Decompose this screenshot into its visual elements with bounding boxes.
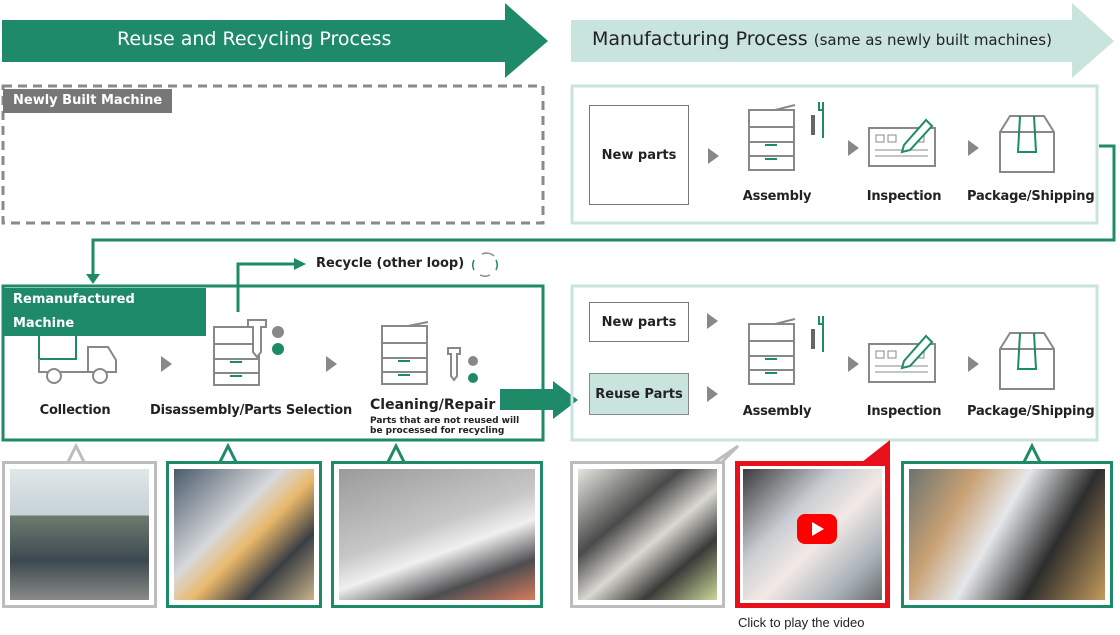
inspection-sheet-icon	[868, 118, 936, 167]
step-package-label: Package/Shipping	[967, 404, 1095, 419]
new-parts-box: New parts	[589, 105, 689, 205]
step-package-label: Package/Shipping	[967, 189, 1095, 204]
manufacturing-title: Manufacturing Process	[592, 28, 808, 50]
flow-arrow-icon	[161, 356, 172, 372]
photo-disassembly	[166, 461, 322, 608]
step-inspection-label: Inspection	[866, 404, 942, 419]
step-assembly-label: Assembly	[742, 404, 812, 419]
recycle-label: Recycle (other loop)	[316, 256, 465, 271]
photo-collection-forklift	[2, 461, 157, 608]
flow-arrow-icon	[326, 356, 337, 372]
recycle-loop-icon	[472, 252, 498, 277]
recycle-line	[236, 262, 296, 312]
copier-screws-icon	[381, 321, 478, 385]
manufacturing-subtitle: (same as newly built machines)	[813, 31, 1052, 49]
inspection-sheet-icon	[868, 334, 936, 383]
flow-arrow-icon	[848, 356, 859, 372]
play-button-icon[interactable]	[797, 514, 837, 544]
package-box-icon	[999, 332, 1055, 390]
manufacturing-banner-title: Manufacturing Process (same as newly bui…	[592, 28, 1052, 50]
copier-tools-icon	[748, 316, 824, 385]
flow-arrow-icon	[707, 386, 718, 402]
photo-assembly	[570, 461, 725, 608]
photo-cleaning	[331, 461, 543, 608]
copier-tools-icon	[748, 102, 824, 171]
copier-screws-icon	[213, 319, 284, 386]
package-box-icon	[999, 115, 1055, 173]
remanufactured-tag: Remanufactured Machine	[3, 288, 206, 336]
video-caption[interactable]: Click to play the video	[738, 615, 865, 630]
photo-packaging	[901, 461, 1113, 608]
step-inspection-label: Inspection	[866, 189, 942, 204]
flow-arrow-icon	[708, 148, 719, 164]
photo-inspection-video[interactable]	[735, 461, 890, 608]
reuse-banner-title: Reuse and Recycling Process	[117, 28, 392, 50]
flow-arrow-icon	[968, 356, 979, 372]
flow-arrow-icon	[848, 140, 859, 156]
flow-arrow-icon	[968, 140, 979, 156]
step-disassembly-label: Disassembly/Parts Selection	[150, 403, 353, 418]
step-collection-label: Collection	[39, 403, 111, 418]
to-manufacturing-arrow	[500, 381, 578, 419]
step-assembly-label: Assembly	[742, 189, 812, 204]
step-cleaning-note: Parts that are not reused will be proces…	[370, 416, 520, 436]
newly-built-tag: Newly Built Machine	[3, 89, 173, 113]
step-cleaning-label: Cleaning/Repair	[370, 397, 496, 413]
reuse-parts-box: Reuse Parts	[589, 373, 689, 415]
new-parts-box: New parts	[589, 302, 689, 342]
truck-icon	[38, 332, 117, 384]
flow-arrow-icon	[707, 313, 718, 329]
